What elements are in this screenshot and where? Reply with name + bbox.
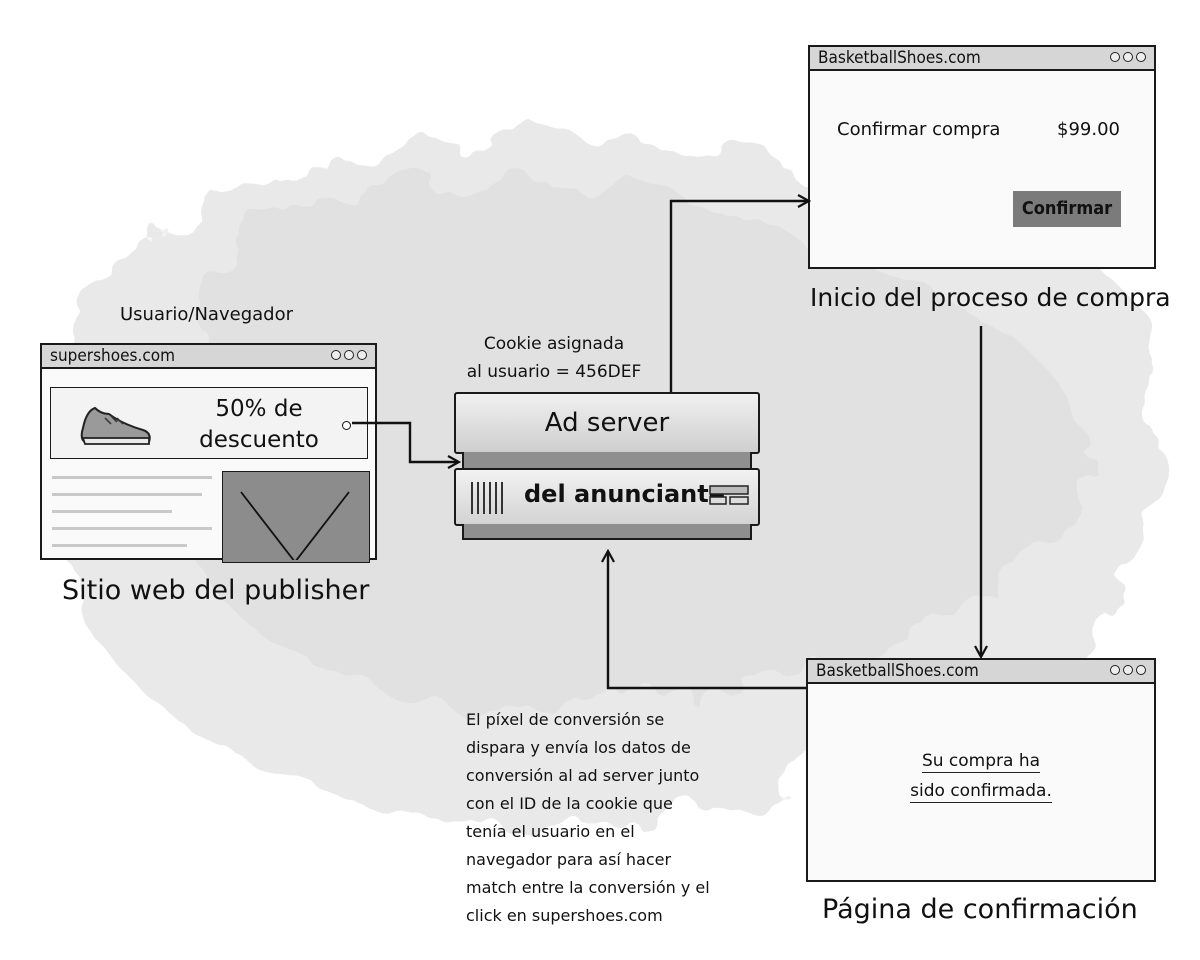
- article-text-line: [52, 476, 212, 479]
- confirmation-line-1: Su compra ha: [921, 751, 1041, 773]
- confirm-button[interactable]: Confirmar: [1013, 191, 1121, 227]
- arrow-icon: [669, 201, 808, 392]
- note-line: navegador para así hacer: [466, 850, 672, 869]
- note-line: click en supershoes.com: [466, 906, 663, 925]
- checkout-browser-window: BasketballShoes.com Confirmar compra $99…: [808, 45, 1156, 269]
- article-text-line: [52, 527, 212, 530]
- window-dots-icon: [1110, 52, 1146, 62]
- image-placeholder: [222, 471, 370, 563]
- ad-server-subtitle: del anunciante: [524, 480, 725, 508]
- browser-url: BasketballShoes.com: [816, 661, 979, 681]
- confirmation-line-2: sido confirmada.: [910, 781, 1052, 803]
- purchase-item-label: Confirmar compra: [837, 119, 1001, 140]
- purchase-price: $99.00: [1057, 119, 1120, 140]
- cookie-assigned-label: Cookie asignada al usuario = 456DEF: [466, 330, 642, 386]
- ad-server-middle-band: [462, 452, 752, 470]
- cookie-line-1: Cookie asignada: [483, 334, 625, 354]
- status-lights-icon: [709, 485, 749, 505]
- publisher-caption: Sitio web del publisher: [62, 575, 370, 606]
- ad-server-title: Ad server: [544, 408, 670, 438]
- browser-title-bar: supershoes.com: [42, 345, 375, 369]
- shoe-icon: [80, 406, 151, 445]
- ad-click-point: [342, 421, 351, 430]
- confirmation-message: Su compra ha sido confirmada.: [808, 746, 1154, 806]
- browser-url: BasketballShoes.com: [818, 48, 981, 68]
- note-line: match entre la conversión y el: [466, 878, 710, 897]
- confirmation-browser-window: BasketballShoes.com Su compra ha sido co…: [806, 658, 1156, 882]
- ad-text-line-2: descuento: [199, 427, 319, 453]
- note-line: El píxel de conversión se: [466, 710, 665, 729]
- window-dots-icon: [1110, 665, 1146, 675]
- note-line: con el ID de la cookie que: [466, 794, 673, 813]
- browser-url: supershoes.com: [50, 346, 175, 366]
- ad-server-base: [462, 524, 752, 540]
- checkout-caption: Inicio del proceso de compra: [810, 283, 1171, 312]
- vent-lines-icon: [471, 482, 503, 514]
- cookie-line-2: al usuario = 456DEF: [466, 362, 642, 382]
- ad-server-top-layer: Ad server: [454, 392, 760, 454]
- discount-ad-text: 50% de descuento: [189, 394, 329, 456]
- window-dots-icon: [331, 350, 367, 360]
- confirmation-caption: Página de confirmación: [822, 894, 1138, 925]
- user-browser-label: Usuario/Navegador: [120, 304, 293, 325]
- article-text-line: [52, 544, 187, 547]
- ad-text-line-1: 50% de: [215, 396, 303, 422]
- note-line: tenía el usuario en el: [466, 822, 635, 841]
- arrow-icon: [608, 552, 806, 690]
- conversion-pixel-note: El píxel de conversión se dispara y enví…: [466, 706, 710, 930]
- note-line: dispara y envía los datos de: [466, 738, 691, 757]
- publisher-browser-window: supershoes.com 50% de descuento: [40, 343, 377, 563]
- discount-ad-banner[interactable]: 50% de descuento: [50, 387, 368, 459]
- note-line: conversión al ad server junto: [466, 766, 700, 785]
- article-text-line: [52, 493, 202, 496]
- article-text-line: [52, 510, 172, 513]
- browser-title-bar: BasketballShoes.com: [810, 47, 1154, 71]
- ad-server-bottom-layer: del anunciante: [454, 468, 760, 526]
- ad-server: Ad server del anunciante: [454, 392, 760, 552]
- browser-title-bar: BasketballShoes.com: [808, 660, 1154, 684]
